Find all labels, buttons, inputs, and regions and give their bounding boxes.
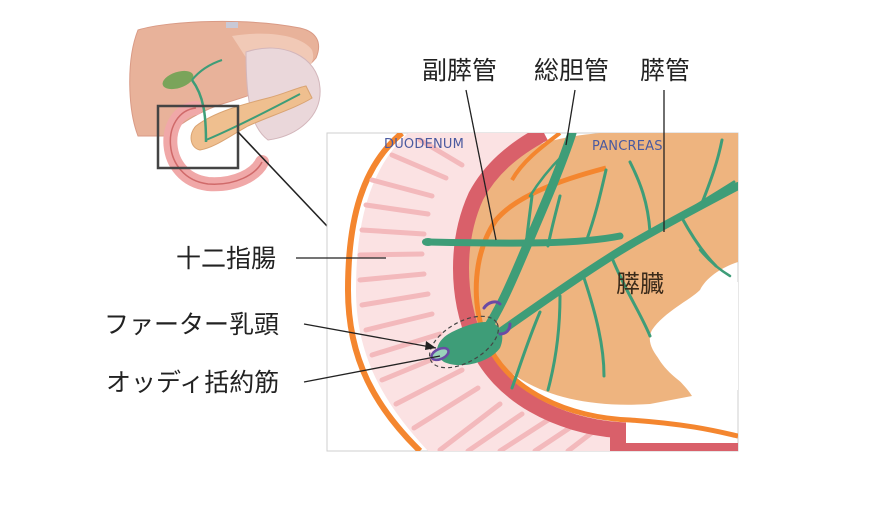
gallbladder-shape: [162, 70, 194, 90]
label-sphincter: オッディ括約筋: [106, 368, 280, 397]
label-accessory-duct: 副膵管: [422, 56, 498, 85]
overview-organs: [129, 20, 321, 192]
sphincter-mark-1: [482, 300, 502, 310]
label-common-bile-duct: 総胆管: [534, 56, 610, 85]
vessel-overview: [226, 22, 238, 28]
label-duodenum: 十二指腸: [176, 244, 277, 273]
inset-frame: [156, 104, 240, 170]
sphincter-mark-2: [498, 322, 512, 336]
duodenum-outer-outline: [344, 133, 423, 451]
pancreas-notch: [653, 282, 738, 390]
villi-stripes: [357, 137, 601, 451]
common-bile-duct: [481, 133, 577, 335]
duodenum-wall: [453, 133, 738, 451]
ampulla: [437, 322, 503, 366]
leader-sphincter: [303, 355, 441, 383]
accessory-pancreatic-duct: [424, 232, 624, 247]
bile-duct-overview: [190, 79, 208, 143]
ducts: [424, 133, 738, 392]
label-pancreatic-duct: 膵管: [640, 56, 691, 85]
label-duodenum-en: DUODENUM: [384, 137, 465, 152]
leader-papilla: [303, 323, 437, 349]
leader-papilla-arrow: [425, 341, 436, 350]
label-pancreas-en: PANCREAS: [592, 139, 663, 154]
leader-common-bile-duct: [565, 89, 576, 146]
detail-panel: [344, 133, 738, 451]
leader-lines: [296, 89, 665, 383]
duodenum-inner-outline-top: [510, 133, 562, 181]
hepatic-duct-overview: [191, 59, 223, 81]
inset-connector-top: [237, 131, 328, 227]
minor-papilla: [422, 238, 434, 246]
pancreas-body: [464, 133, 738, 405]
pancreatic-duct-overview: [205, 93, 301, 141]
leader-accessory-duct: [465, 89, 497, 241]
label-papilla: ファーター乳頭: [104, 310, 280, 339]
label-pancreas: 膵臓: [616, 270, 664, 298]
papilla-region-outline: [429, 315, 499, 369]
duodenum-overview-edge: [169, 107, 263, 185]
